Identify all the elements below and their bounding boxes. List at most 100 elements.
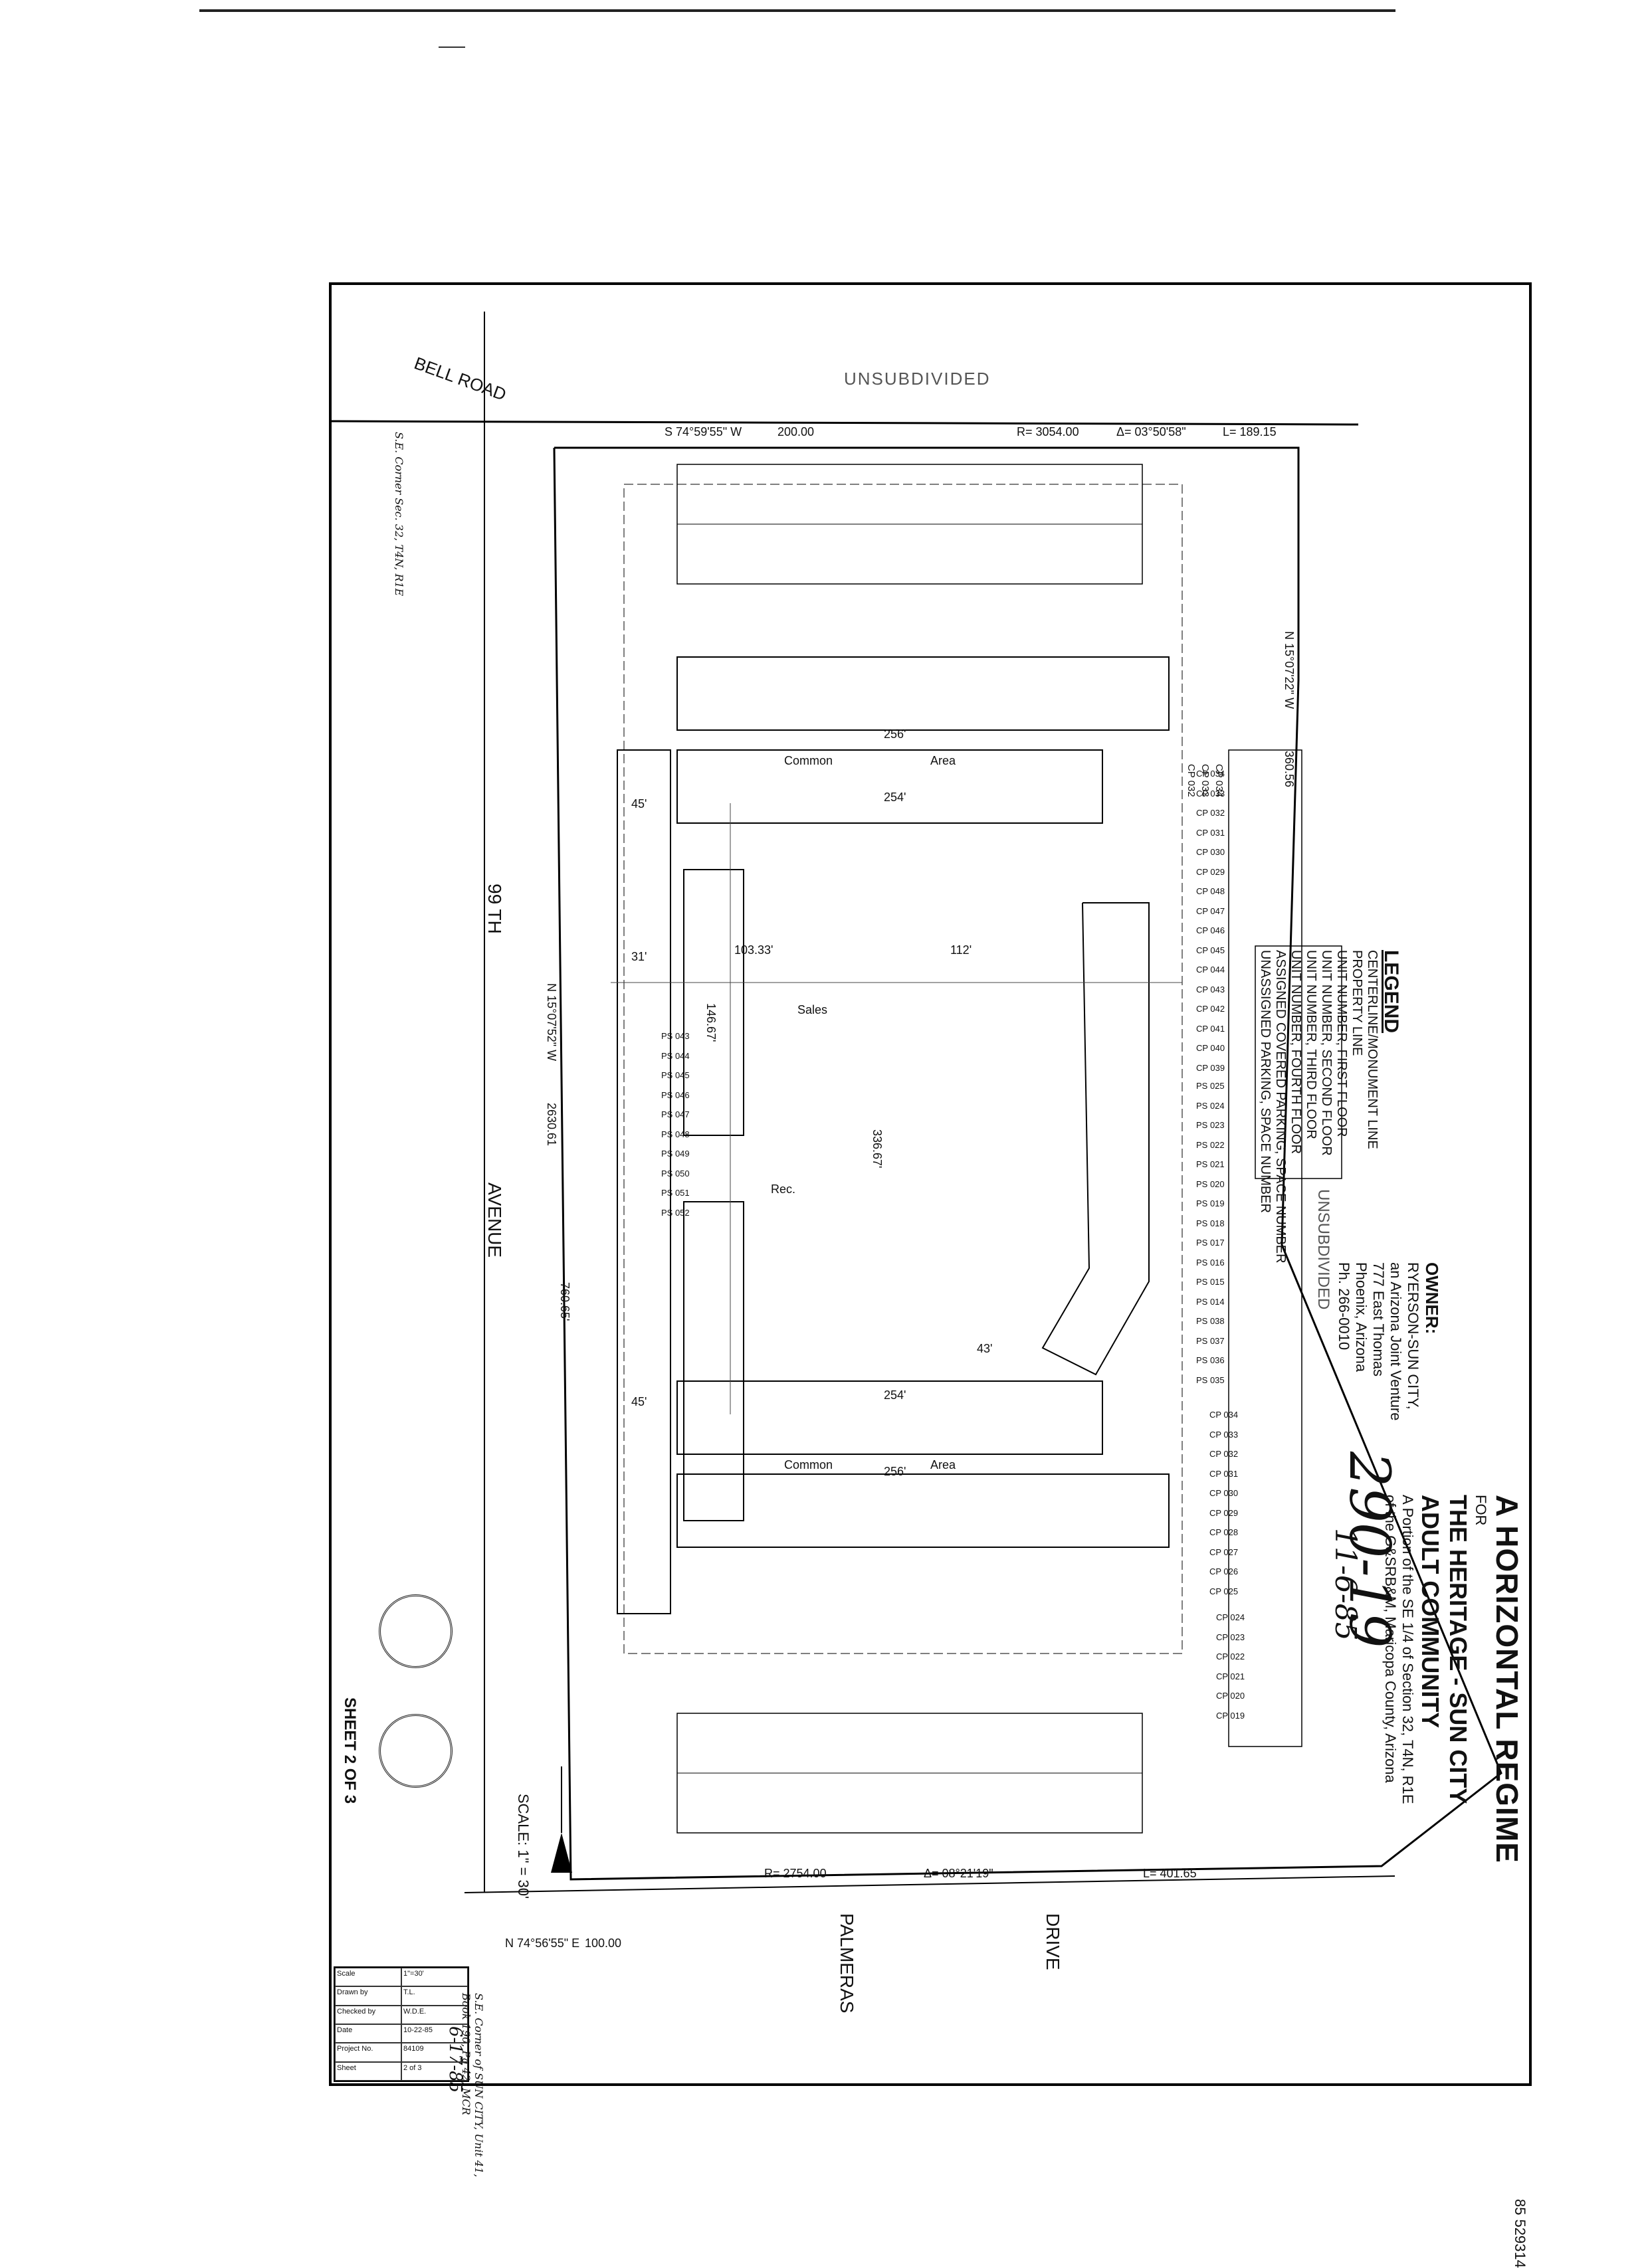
parking-space: CP 030: [1196, 847, 1225, 857]
parking-space: PS 038: [1196, 1316, 1225, 1326]
parking-space: PS 046: [661, 1089, 690, 1100]
owner-line: RYERSON-SUN CITY,: [1405, 1262, 1421, 1410]
site-plan-drawing: [332, 312, 1502, 1893]
dim-43: 43': [977, 1342, 993, 1355]
parking-space: PS 052: [661, 1207, 690, 1218]
parking-space: CP 039: [1196, 1062, 1225, 1073]
drawing-title: A HORIZONTAL REGIME: [1490, 1495, 1524, 1863]
parking-space: PS 018: [1196, 1218, 1225, 1228]
street-drive: DRIVE: [1043, 1913, 1063, 1970]
parking-space: CP 024: [1216, 1612, 1245, 1622]
top-distance: 200.00: [777, 425, 815, 438]
bottom-bearing: N 74°56'55" E: [505, 1937, 580, 1950]
common-area-label-bottom: Common: [784, 1458, 833, 1471]
street-avenue: AVENUE: [484, 1182, 505, 1258]
tb-sheet-value: 2 of 3: [401, 2061, 468, 2081]
parking-space: CP 022: [1216, 1652, 1245, 1661]
tb-sheet-label: Sheet: [335, 2061, 401, 2081]
owner-line: an Arizona Joint Venture: [1388, 1262, 1404, 1421]
parking-space: CP 026: [1209, 1566, 1239, 1576]
dim-112: 112': [950, 943, 972, 957]
parking-space: CP 028: [1209, 1527, 1239, 1537]
owner-line: 777 East Thomas: [1370, 1262, 1387, 1377]
parking-space: PS 017: [1196, 1238, 1225, 1248]
parking-space: PS 045: [661, 1070, 690, 1080]
parking-space: PS 022: [1196, 1139, 1225, 1150]
legend-item: UNASSIGNED PARKING, SPACE NUMBER: [1258, 950, 1273, 1213]
parking-space: CP 031: [1196, 827, 1225, 838]
sheet-number: SHEET 2 OF 3: [341, 1697, 359, 1804]
parking-space: PS 025: [1196, 1081, 1225, 1091]
common-area-label-bottom: Area: [930, 1458, 956, 1471]
parking-space: CP 029: [1196, 866, 1225, 877]
tb-scale-value: 1"=30': [401, 1968, 468, 1987]
parking-space: CP 033: [1209, 1429, 1239, 1440]
parking-space: CP 019: [1216, 1710, 1245, 1721]
parking-space: CP 027: [1209, 1547, 1239, 1557]
bottom-curve-radius: R= 2754.00: [764, 1867, 827, 1880]
parking-space: PS 019: [1196, 1198, 1225, 1208]
corner-note-section: S.E. Corner Sec. 32, T4N, R1E: [393, 432, 405, 597]
parking-space: CP 021: [1216, 1671, 1245, 1681]
legend-item: ASSIGNED COVERED PARKING, SPACE NUMBER: [1273, 950, 1288, 1264]
street-99th: 99 TH: [484, 884, 505, 934]
parking-space: CP 041: [1196, 1023, 1225, 1034]
parking-list-right-mid: PS 025 PS 024 PS 023 PS 022 PS 021 PS 02…: [1196, 1076, 1225, 1390]
parking-space: PS 037: [1196, 1335, 1225, 1346]
title-block: A HORIZONTAL REGIME FOR THE HERITAGE - S…: [1382, 1495, 1525, 1863]
project-name: THE HERITAGE - SUN CITY: [1445, 1495, 1472, 1804]
tb-date-value: 10-22-85: [401, 2024, 468, 2043]
street-palmeras: PALMERAS: [837, 1913, 857, 2014]
parking-space: PS 015: [1196, 1277, 1225, 1287]
bottom-curve-delta: Δ= 08°21'19": [924, 1867, 993, 1880]
dim-31: 31': [631, 950, 647, 963]
parking-space: CP 025: [1209, 1586, 1239, 1596]
parking-space: PS 023: [1196, 1120, 1225, 1130]
parking-list-right-upper: CP 034 CP 033 CP 032 CP 031 CP 030 CP 02…: [1196, 764, 1225, 1078]
parking-space: PS 020: [1196, 1179, 1225, 1189]
tb-checked-value: W.D.E.: [401, 2005, 468, 2024]
parking-space: PS 035: [1196, 1374, 1225, 1385]
top-dash-mark: [439, 47, 465, 48]
parking-space: PS 036: [1196, 1355, 1225, 1365]
parking-list-left-mid: PS 043 PS 044 PS 045 PS 046 PS 047 PS 04…: [661, 1026, 690, 1222]
parking-space: PS 014: [1196, 1296, 1225, 1307]
left-bearing: N 15°07'52" W: [545, 983, 558, 1062]
bottom-curve-length: L= 401.65: [1143, 1867, 1197, 1880]
dim-336: 336.67': [871, 1129, 884, 1169]
common-area-label: Common: [784, 754, 833, 767]
parking-space: CP 047: [1196, 905, 1225, 916]
sales-building-label: Sales: [797, 1003, 828, 1016]
legend-item: UNIT NUMBER, FIRST FLOOR: [1334, 950, 1349, 1137]
parking-space: CP 042: [1196, 1004, 1225, 1014]
owner-line: Ph. 266-0010: [1336, 1262, 1352, 1351]
tb-date-label: Date: [335, 2024, 401, 2043]
parking-space: CP 023: [1216, 1632, 1245, 1642]
legend-heading: LEGEND: [1380, 950, 1402, 1034]
dim-45-bottom: 45': [631, 1395, 647, 1408]
parking-space: CP 033: [1196, 788, 1225, 799]
owner-line: Phoenix, Arizona: [1353, 1262, 1370, 1372]
dim-254-top: 254': [884, 791, 906, 804]
parking-list-right-lower: CP 034 CP 033 CP 032 CP 031 CP 030 CP 02…: [1209, 1405, 1238, 1601]
parking-space: CP 029: [1209, 1507, 1239, 1518]
parking-space: CP 031: [1209, 1468, 1239, 1479]
tb-checked-label: Checked by: [335, 2005, 401, 2024]
parking-space: PS 047: [661, 1109, 690, 1119]
parking-space: CP 044: [1196, 965, 1225, 975]
parking-space: CP 043: [1196, 984, 1225, 994]
parking-space: PS 051: [661, 1188, 690, 1198]
parking-space: CP 040: [1196, 1043, 1225, 1053]
tb-drawn-value: T.L.: [401, 1986, 468, 2006]
dim-256-bottom: 256': [884, 1465, 906, 1478]
parking-space: PS 049: [661, 1149, 690, 1159]
right-bearing: N 15°07'22" W: [1283, 631, 1296, 709]
tb-project-value: 84109: [401, 2043, 468, 2062]
legend-item: CENTERLINE/MONUMENT LINE: [1365, 950, 1380, 1149]
parking-space: PS 043: [661, 1031, 690, 1041]
drawing-title-for: FOR: [1473, 1495, 1489, 1526]
left-distance: 2630.61: [545, 1103, 558, 1147]
legend-item: PROPERTY LINE: [1350, 950, 1364, 1056]
registrant-seal: [379, 1594, 453, 1668]
document-number: 85 529314: [1512, 2199, 1528, 2268]
